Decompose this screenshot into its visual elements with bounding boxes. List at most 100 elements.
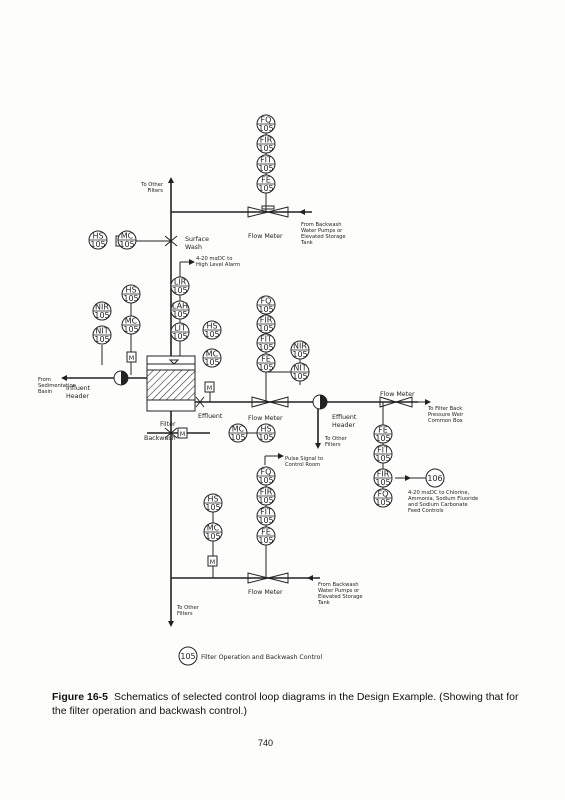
instrument-tag: FIR [260, 316, 273, 325]
instrument-loop-number: 105 [375, 454, 390, 463]
instrument-loop-number: 105 [258, 124, 273, 133]
motor-box-bottom: M [207, 555, 218, 567]
flow-meter-label-top: Flow Meter [248, 233, 283, 240]
instrument-loop-number: 105 [258, 343, 273, 352]
instrument-loop-number: 105 [172, 332, 187, 341]
butterfly-valve-icon [113, 370, 129, 386]
instrument-tag: FIT [260, 335, 272, 344]
instrument-tag: NIR [95, 303, 109, 312]
instrument-loop-number: 105 [94, 335, 109, 344]
instrument-tag: NIT [95, 327, 108, 336]
instrument-tag: HS [125, 286, 136, 295]
instrument-tag: MC [125, 317, 138, 326]
instrument-tag: FIR [377, 470, 390, 479]
instrument-loop-number: 105 [292, 350, 307, 359]
chemical-controls-label: 4-20 mαDC to Chlorine,Ammonia, Sodium Fl… [408, 490, 478, 514]
instrument-loop-number: 105 [375, 478, 390, 487]
instrument-tag: NIR [293, 342, 307, 351]
effluent-label: Effluent [198, 413, 223, 420]
svg-text:105: 105 [180, 652, 195, 661]
legend-bubble: 105 [178, 646, 198, 666]
svg-text:M: M [210, 559, 215, 566]
instrument-loop-number: 105 [258, 305, 273, 314]
instrument-tag: NIT [293, 364, 306, 373]
motor-box-effluent: M [204, 381, 215, 393]
svg-text:106: 106 [427, 474, 442, 483]
instrument-tag: LAH [172, 302, 188, 311]
instrument-tag: FE [261, 528, 271, 537]
instrument-tag: FIR [260, 136, 273, 145]
instrument-tag: FE [378, 426, 388, 435]
motor-box-influent: M [126, 351, 137, 363]
instrument-loop-number: 105 [172, 310, 187, 319]
svg-text:M: M [129, 355, 134, 362]
instrument-tag: LIR [174, 278, 187, 287]
instrument-loop-number: 105 [230, 433, 245, 442]
instrument-loop-number: 105 [123, 325, 138, 334]
filter-tank [146, 355, 196, 412]
valve-icon [164, 235, 178, 247]
flow-meter-icon [379, 396, 413, 408]
instrument-tag: FQ [261, 116, 272, 125]
instrument-tag: FE [261, 176, 271, 185]
instrument-tag: FQ [261, 297, 272, 306]
instrument-loop-number: 105 [172, 286, 187, 295]
svg-text:M: M [207, 385, 212, 392]
instrument-tag: FIT [260, 156, 272, 165]
instrument-loop-number: 105 [258, 144, 273, 153]
legend: 105 Filter Operation and Backwash Contro… [178, 646, 322, 666]
motor-box-backwash: M [177, 427, 188, 439]
instrument-tag: HS [207, 495, 218, 504]
instrument-loop-number: 105 [205, 532, 220, 541]
instrument-loop-number: 105 [205, 503, 220, 512]
instrument-loop-number: 105 [119, 240, 134, 249]
flow-meter-icon [247, 572, 289, 584]
butterfly-valve-icon [312, 394, 328, 410]
valve-icon [195, 396, 205, 408]
instrument-loop-number: 105 [258, 363, 273, 372]
legend-label: Filter Operation and Backwash Control [201, 654, 322, 661]
filter-label: Filter [160, 421, 176, 428]
instrument-loop-number: 105 [258, 476, 273, 485]
instrument-loop-number: 105 [258, 164, 273, 173]
instrument-tag: FE [261, 355, 271, 364]
flow-meter-label-right: Flow Meter [380, 391, 415, 398]
flow-meter-icon [247, 205, 289, 218]
instrument-loop-number: 105 [375, 498, 390, 507]
instrument-tag: MC [207, 524, 220, 533]
flow-meter-label-mid: Flow Meter [248, 415, 283, 422]
valves [113, 205, 413, 584]
svg-text:M: M [180, 431, 185, 438]
instrument-tag: MC [206, 350, 219, 359]
instrument-loop-number: 105 [90, 240, 105, 249]
